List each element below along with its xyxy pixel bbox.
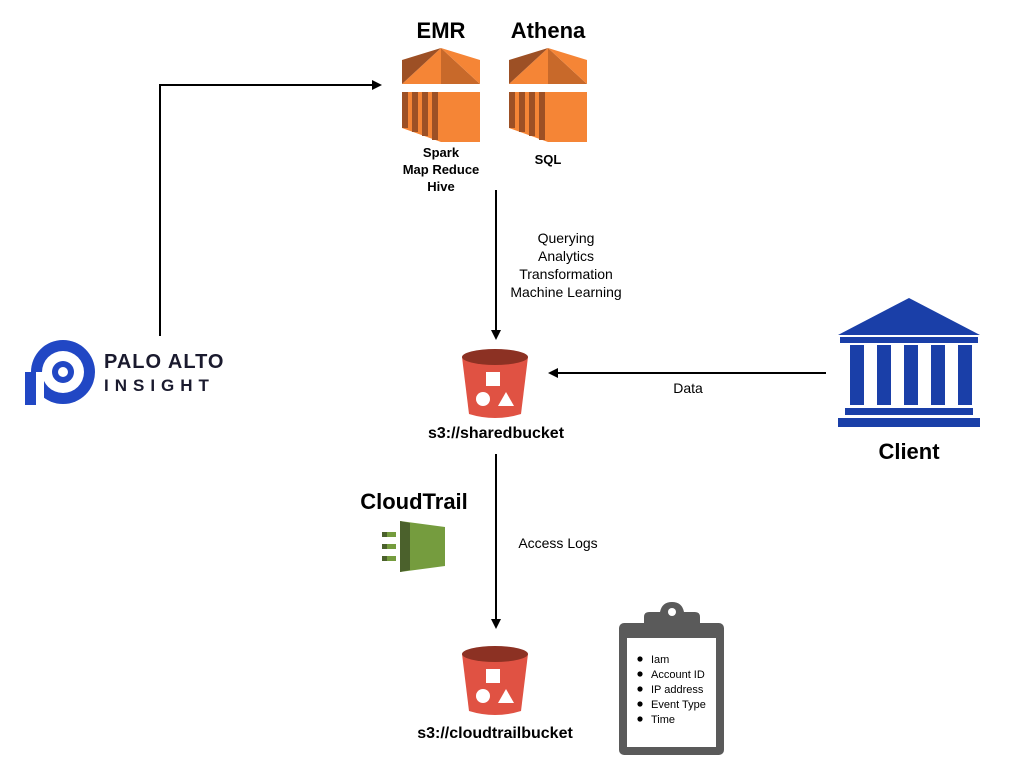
clipboard-list: Iam Account ID IP address Event Type Tim…	[637, 654, 706, 726]
shared-bucket-node: s3://sharedbucket	[428, 349, 565, 442]
clipboard-item-ip-address: IP address	[651, 684, 704, 696]
paloalto-name: PALO ALTO	[104, 351, 224, 373]
clipboard-item-account-id: Account ID	[651, 669, 705, 681]
client-label: Client	[878, 439, 940, 464]
athena-title: Athena	[511, 18, 586, 43]
paloalto-insight-logo: PALO ALTO INSIGHT	[25, 340, 224, 405]
emr-node: EMR Spark Map Reduce Hive	[402, 18, 480, 194]
shared-bucket-label: s3://sharedbucket	[428, 425, 565, 442]
emr-line-spark: Spark	[423, 145, 460, 160]
edge-label-data: Data	[673, 380, 703, 396]
edge-label-transformation: Transformation	[519, 266, 613, 282]
edge-label-access-logs: Access Logs	[518, 535, 597, 551]
athena-subtitle: SQL	[535, 152, 562, 167]
edge-label-querying: Querying	[538, 230, 595, 246]
clipboard-item-iam: Iam	[651, 654, 669, 666]
bank-building-icon	[838, 298, 980, 427]
cloudtrail-node: CloudTrail	[360, 489, 468, 572]
s3-bucket-icon	[462, 646, 528, 715]
s3-bucket-icon	[462, 349, 528, 418]
cloudtrail-bucket-node: s3://cloudtrailbucket	[417, 646, 573, 742]
edge-emr-to-shared: Querying Analytics Transformation Machin…	[491, 190, 622, 340]
paloalto-insight: INSIGHT	[104, 376, 215, 395]
cloudtrail-label: CloudTrail	[360, 489, 468, 514]
edge-label-machine-learning: Machine Learning	[510, 284, 621, 300]
athena-node: Athena SQL	[509, 18, 587, 167]
clipboard-item-event-type: Event Type	[651, 699, 706, 711]
athena-icon	[509, 48, 587, 142]
emr-icon	[402, 48, 480, 142]
edge-client-to-shared: Data	[548, 368, 826, 396]
emr-title: EMR	[417, 18, 466, 43]
clipboard-node: Iam Account ID IP address Event Type Tim…	[619, 602, 724, 755]
cloudtrail-icon	[382, 521, 445, 572]
emr-line-mapreduce: Map Reduce	[403, 162, 480, 177]
edge-paloalto-to-emr	[159, 80, 382, 336]
client-node: Client	[838, 298, 980, 464]
edge-label-analytics: Analytics	[538, 248, 594, 264]
clipboard-icon	[619, 602, 724, 755]
clipboard-item-time: Time	[651, 714, 675, 726]
edge-shared-to-cloudtrail: Access Logs	[491, 454, 598, 629]
paloalto-logo-mark-icon	[25, 340, 95, 405]
emr-line-hive: Hive	[427, 179, 454, 194]
cloudtrail-bucket-label: s3://cloudtrailbucket	[417, 725, 573, 742]
